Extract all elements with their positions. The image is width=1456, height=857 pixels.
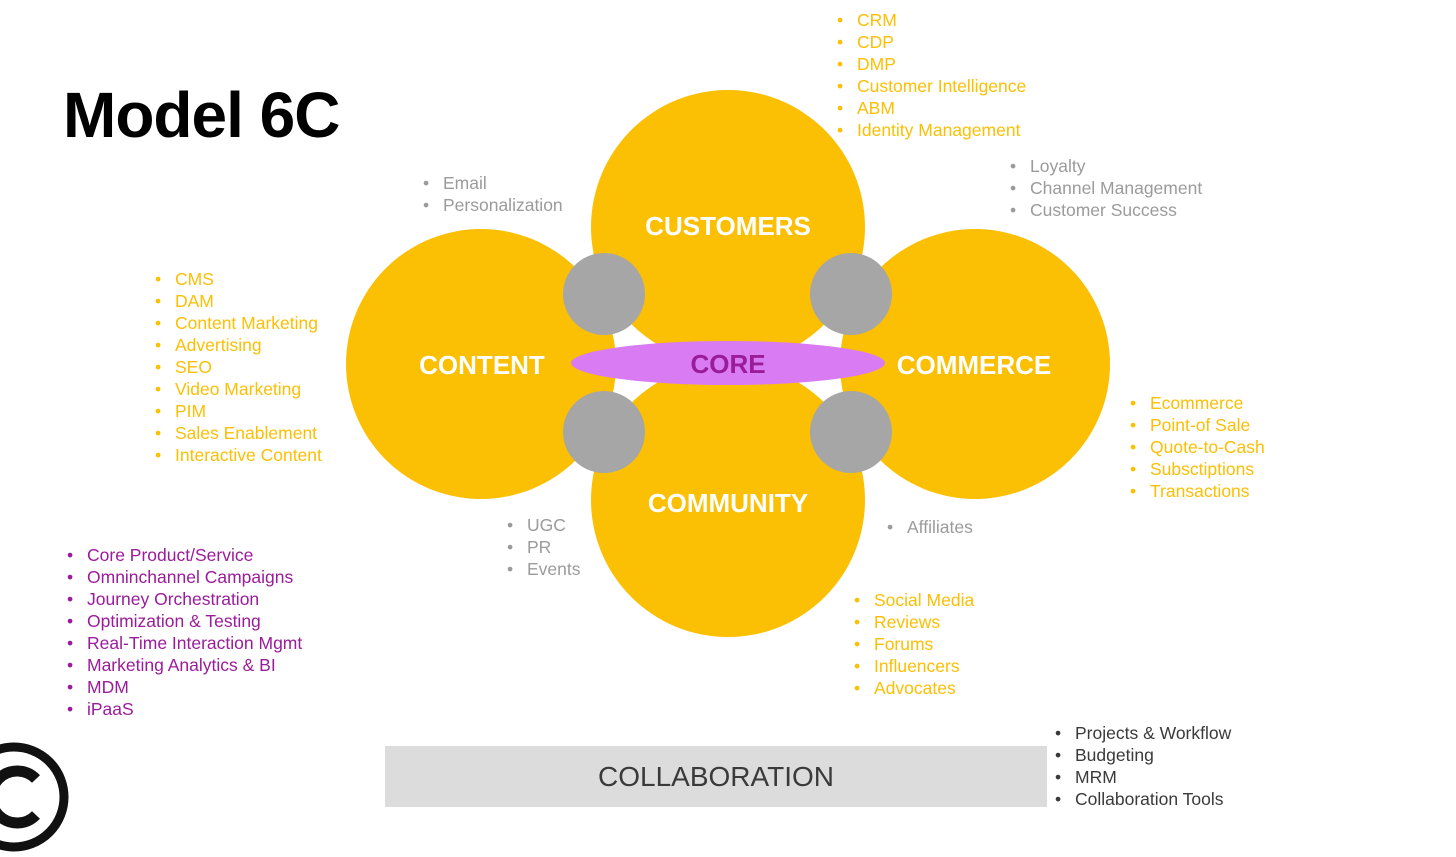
list-item: Forums [854,633,974,655]
list-item: Influencers [854,655,974,677]
commerce-label: COMMERCE [897,350,1052,380]
list-item: Advertising [155,334,322,356]
list-item: Core Product/Service [67,544,302,566]
list-item: Social Media [854,589,974,611]
list-item: Ecommerce [1130,392,1265,414]
commerce-tools-list: EcommercePoint-of SaleQuote-to-CashSubsc… [1130,392,1265,502]
list-item: Quote-to-Cash [1130,436,1265,458]
list-item: DAM [155,290,322,312]
list-item: PR [507,536,581,558]
collaboration-tools-list: Projects & WorkflowBudgetingMRMCollabora… [1055,722,1231,810]
list-item: Advocates [854,677,974,699]
list-item: Personalization [423,194,563,216]
community-circle [591,363,865,637]
list-item: Optimization & Testing [67,610,302,632]
list-item: Collaboration Tools [1055,788,1231,810]
list-item: UGC [507,514,581,536]
list-item: CMS [155,268,322,290]
content-label: CONTENT [419,350,545,380]
list-item: Projects & Workflow [1055,722,1231,744]
list-item: Identity Management [837,119,1026,141]
list-item: SEO [155,356,322,378]
content-community-overlap-list: UGCPREvents [507,514,581,580]
collaboration-bar: COLLABORATION [385,746,1047,807]
six-c-diagram: CUSTOMERS CONTENT COMMERCE COMMUNITY COR… [346,90,1110,637]
core-label: CORE [690,349,765,379]
commerce-circle [840,229,1110,499]
overlap-node-commerce-community [810,391,892,473]
overlap-node-content-community [563,391,645,473]
list-item: Point-of Sale [1130,414,1265,436]
core-tools-list: Core Product/ServiceOmninchannel Campaig… [67,544,302,720]
list-item: Reviews [854,611,974,633]
list-item: Customer Success [1010,199,1202,221]
content-tools-list: CMSDAMContent MarketingAdvertisingSEOVid… [155,268,322,466]
overlap-node-customers-commerce [810,253,892,335]
list-item: Sales Enablement [155,422,322,444]
list-item: MRM [1055,766,1231,788]
core-ellipse [571,341,885,385]
customers-circle [591,90,865,364]
commerce-community-overlap-list: Affiliates [887,516,973,538]
list-item: Email [423,172,563,194]
list-item: Subsctiptions [1130,458,1265,480]
content-circle [346,229,616,499]
community-tools-list: Social MediaReviewsForumsInfluencersAdvo… [854,589,974,699]
list-item: CDP [837,31,1026,53]
list-item: Transactions [1130,480,1265,502]
list-item: CRM [837,9,1026,31]
list-item: iPaaS [67,698,302,720]
overlap-node-customers-content [563,253,645,335]
customers-label: CUSTOMERS [645,211,811,241]
copyright-c-logo-icon [0,742,69,852]
list-item: Affiliates [887,516,973,538]
list-item: Customer Intelligence [837,75,1026,97]
list-item: Omninchannel Campaigns [67,566,302,588]
list-item: Real-Time Interaction Mgmt [67,632,302,654]
collaboration-label: COLLABORATION [598,760,834,792]
list-item: Marketing Analytics & BI [67,654,302,676]
list-item: Loyalty [1010,155,1202,177]
customers-tools-list: CRMCDPDMPCustomer IntelligenceABMIdentit… [837,9,1026,141]
list-item: Channel Management [1010,177,1202,199]
community-label: COMMUNITY [648,488,808,518]
list-item: MDM [67,676,302,698]
list-item: DMP [837,53,1026,75]
list-item: Content Marketing [155,312,322,334]
customers-commerce-overlap-list: LoyaltyChannel ManagementCustomer Succes… [1010,155,1202,221]
list-item: Budgeting [1055,744,1231,766]
page-title: Model 6C [63,79,340,151]
list-item: Journey Orchestration [67,588,302,610]
list-item: Events [507,558,581,580]
list-item: ABM [837,97,1026,119]
list-item: PIM [155,400,322,422]
customers-content-overlap-list: EmailPersonalization [423,172,563,216]
list-item: Interactive Content [155,444,322,466]
list-item: Video Marketing [155,378,322,400]
